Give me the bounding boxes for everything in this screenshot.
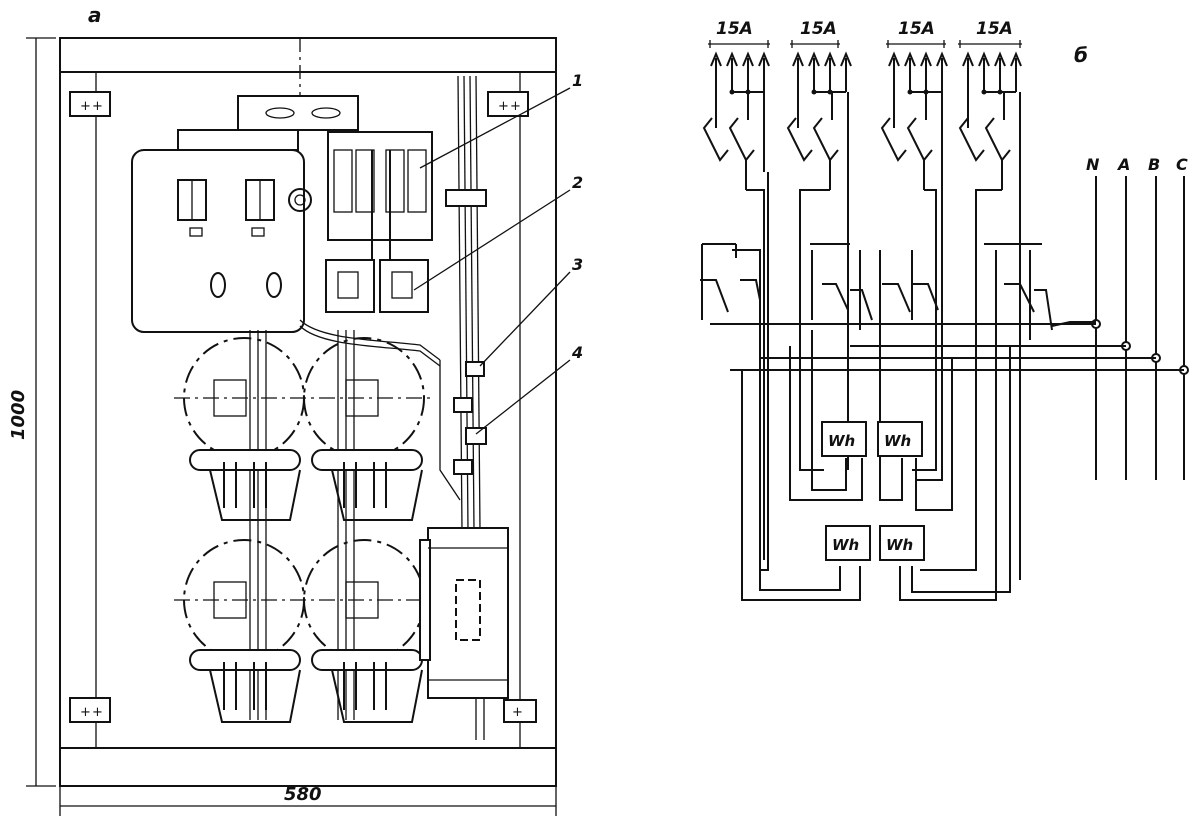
fuse-rating-2: 15A: [800, 19, 837, 39]
svg-text:+: +: [512, 705, 523, 720]
meter-label-4: Wh: [886, 536, 913, 554]
switch-housing: [131, 149, 305, 333]
panel-a-label: а: [88, 3, 102, 27]
fuse-rating-3: 15A: [898, 19, 935, 39]
bus-label-a: A: [1116, 155, 1130, 174]
svg-text:+: +: [80, 99, 91, 114]
current-transformer: [439, 360, 487, 501]
meter-label-3: Wh: [832, 536, 859, 554]
callout-leaders: [413, 87, 571, 435]
hinge-icon: ++ ++ ++ +: [69, 91, 537, 723]
panel-b: б 15A 15A 15A 15A: [700, 19, 1189, 601]
svg-text:+: +: [80, 705, 91, 720]
callout-3: 3: [572, 255, 583, 274]
meter-mounting-circles: [174, 337, 434, 661]
fuse-rating-1: 15A: [716, 19, 753, 39]
bus-label-c: C: [1176, 155, 1188, 174]
svg-text:+: +: [498, 99, 509, 114]
meter-label-2: Wh: [884, 432, 911, 450]
terminal-strip: [189, 449, 423, 723]
feeder-wires: [741, 172, 1021, 601]
panel-a: а 1000 580 ++ ++ ++ +: [8, 3, 583, 816]
callout-2: 2: [572, 173, 583, 192]
main-switches: [700, 243, 1053, 340]
svg-text:+: +: [92, 99, 103, 114]
callout-4: 4: [571, 343, 583, 362]
width-dimension: 580: [284, 784, 322, 805]
circuit-breaker-block: [327, 131, 433, 260]
callout-1: 1: [572, 71, 583, 90]
terminal-enclosure: [419, 527, 509, 699]
bus-label-b: B: [1148, 155, 1160, 174]
energy-meter: [821, 421, 925, 561]
mounting-plate: [237, 95, 359, 131]
svg-text:+: +: [510, 99, 521, 114]
height-dimension: 1000: [8, 390, 29, 440]
meter-label-1: Wh: [828, 432, 855, 450]
svg-text:+: +: [92, 705, 103, 720]
busbars: [710, 176, 1189, 480]
panel-b-label: б: [1074, 43, 1088, 67]
fuse-rating-4: 15A: [976, 19, 1013, 39]
bus-label-n: N: [1086, 155, 1100, 174]
contactor-block: [325, 259, 429, 313]
outgoing-lines: [708, 40, 1022, 129]
group-breakers: [702, 91, 1021, 191]
